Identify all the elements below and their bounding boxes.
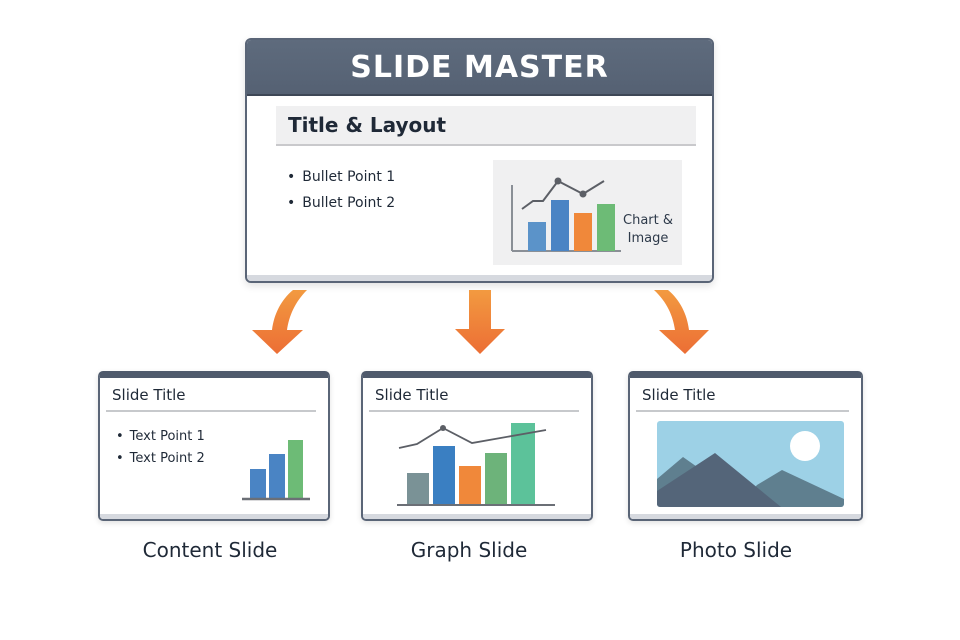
- bullet-point: Bullet Point 1: [287, 164, 395, 190]
- chart-label-line: Image: [627, 231, 669, 246]
- bar-chart-icon: [511, 177, 621, 252]
- bar-chart-icon: [242, 440, 310, 501]
- slide-title: Slide Title: [112, 386, 186, 404]
- chart-image-placeholder[interactable]: Chart & Image: [493, 160, 682, 265]
- title-divider: [106, 410, 316, 412]
- photo-slide[interactable]: Slide Title: [628, 371, 863, 521]
- bullet-point: Bullet Point 2: [287, 190, 395, 216]
- caption-photo-slide: Photo Slide: [679, 538, 793, 562]
- caption-content-slide: Content Slide: [142, 538, 278, 562]
- slide-title: Slide Title: [642, 386, 716, 404]
- slide-master[interactable]: SLIDE MASTER Title & Layout Bullet Point…: [245, 38, 714, 283]
- chart-placeholder-label: Chart & Image: [623, 212, 673, 248]
- master-header: SLIDE MASTER: [247, 40, 712, 96]
- caption-graph-slide: Graph Slide: [410, 538, 528, 562]
- master-footer: [247, 275, 712, 281]
- title-placeholder-text: Title & Layout: [288, 113, 447, 137]
- bullet-placeholder[interactable]: Bullet Point 1 Bullet Point 2: [287, 164, 395, 216]
- title-placeholder[interactable]: Title & Layout: [276, 106, 696, 146]
- graph-slide[interactable]: Slide Title: [361, 371, 593, 521]
- title-divider: [636, 410, 849, 412]
- curved-arrow-down-right-icon: [654, 290, 709, 354]
- text-point: Text Point 2: [116, 448, 205, 470]
- curved-arrow-down-left-icon: [252, 290, 307, 354]
- arrow-down-icon: [455, 290, 505, 354]
- text-points: Text Point 1 Text Point 2: [116, 426, 205, 470]
- slide-footer: [363, 514, 591, 519]
- content-slide[interactable]: Slide Title Text Point 1 Text Point 2: [98, 371, 330, 521]
- slide-title: Slide Title: [375, 386, 449, 404]
- slide-footer: [630, 514, 861, 519]
- slide-footer: [100, 514, 328, 519]
- master-title: SLIDE MASTER: [350, 49, 609, 85]
- chart-label-line: Chart &: [623, 213, 673, 228]
- text-point: Text Point 1: [116, 426, 205, 448]
- line-bar-chart: [397, 423, 555, 506]
- landscape-image-icon: [657, 421, 844, 507]
- title-divider: [369, 410, 579, 412]
